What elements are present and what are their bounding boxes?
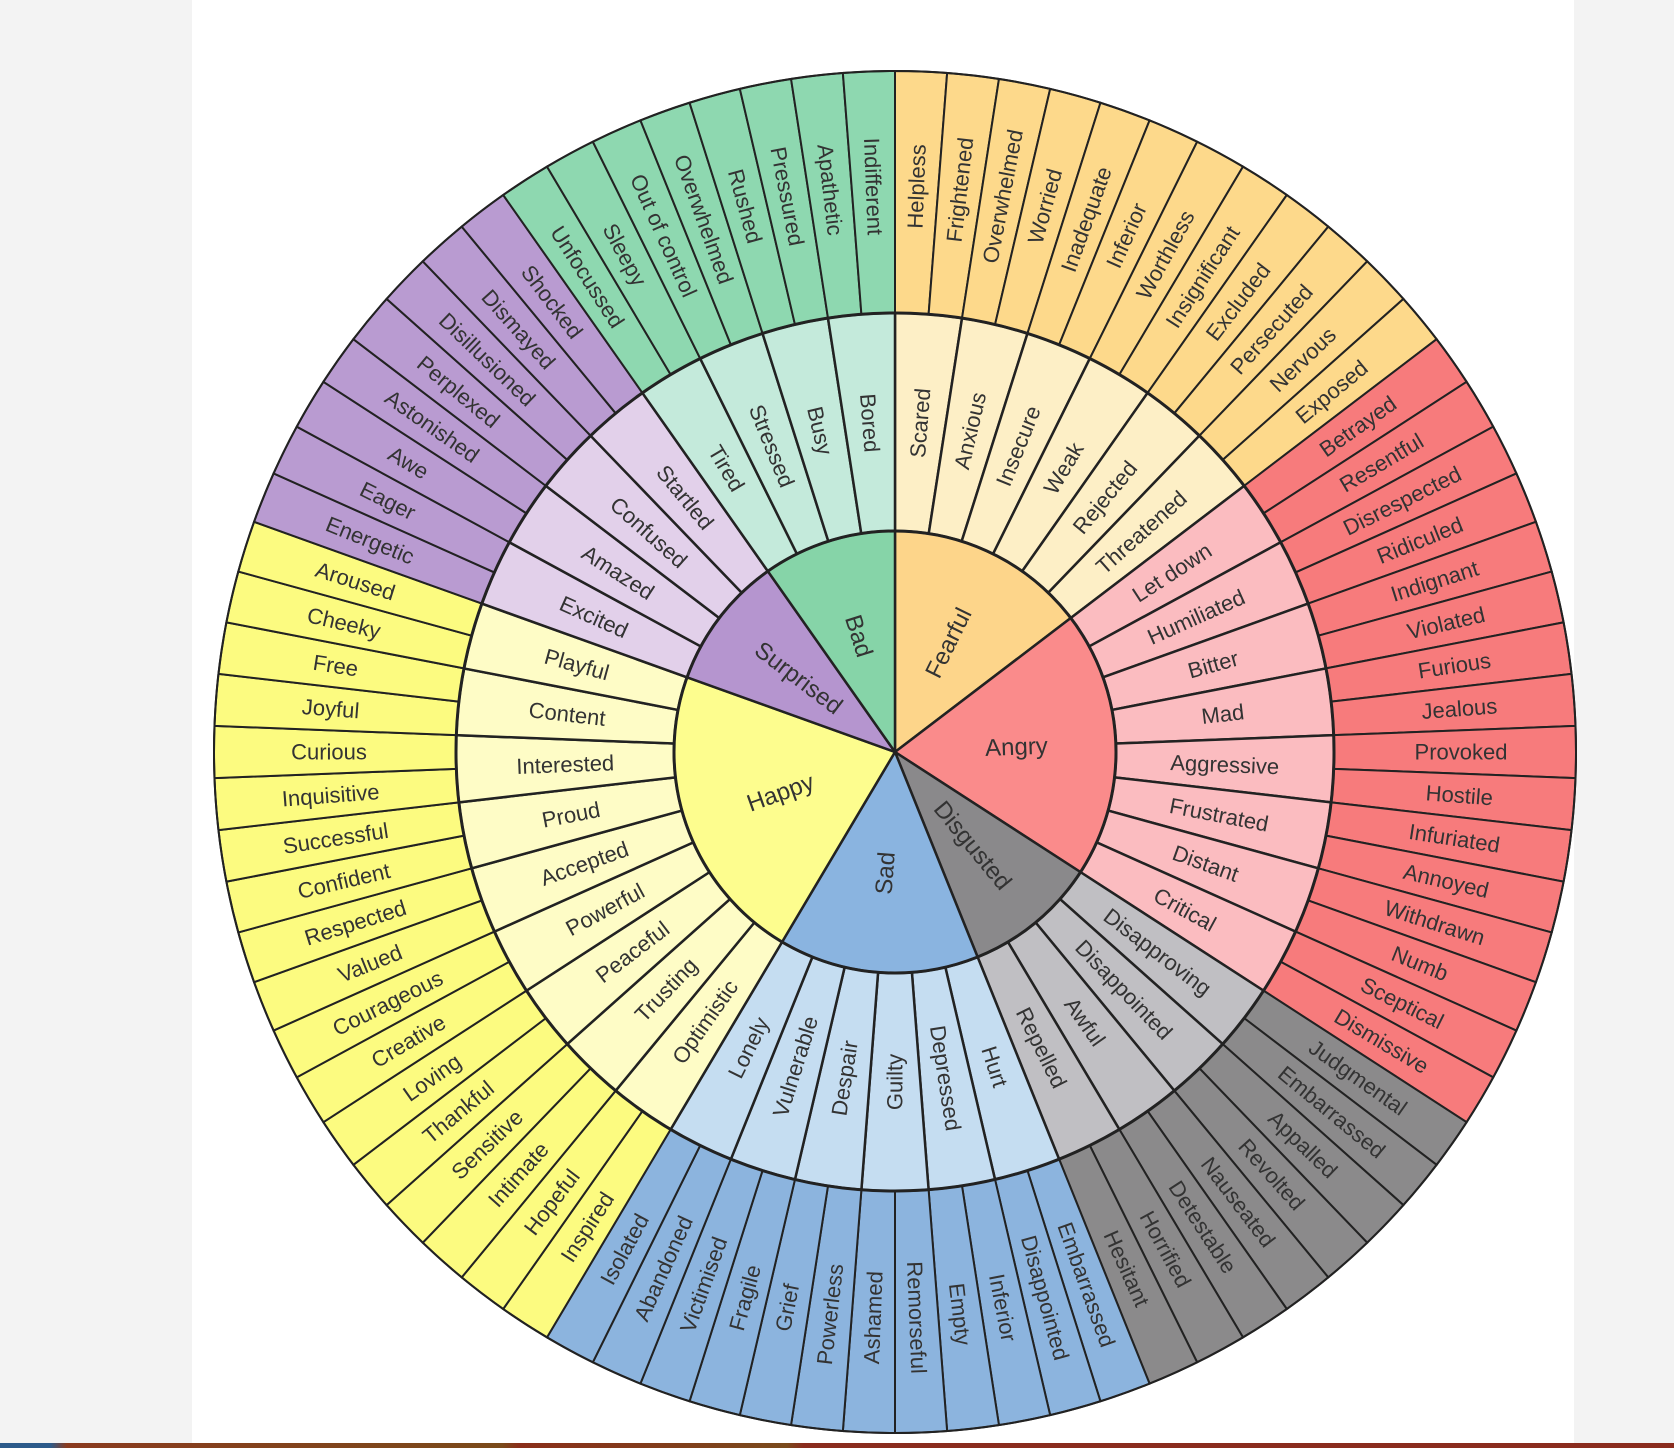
ring-outline (213, 70, 1577, 1434)
middle-label: Guilty (883, 1054, 908, 1110)
middle-label: Aggressive (1170, 750, 1280, 779)
outer-label: Hostile (1425, 780, 1494, 810)
core-label: Sad (871, 851, 901, 896)
core-label: Angry (985, 733, 1049, 762)
outer-label: Remorseful (902, 1261, 931, 1374)
outer-label: Indifferent (859, 137, 888, 235)
middle-label: Scared (905, 387, 935, 458)
outer-label: Helpless (903, 144, 931, 229)
outer-label: Provoked (1415, 740, 1508, 765)
outer-label: Jealous (1421, 693, 1499, 724)
middle-label: Mad (1200, 699, 1245, 729)
outer-label: Joyful (301, 694, 360, 723)
ring-outline (672, 529, 1118, 975)
ring-outline (454, 311, 1336, 1193)
taskbar-strip (0, 1443, 1674, 1448)
outer-label: Ashamed (859, 1271, 888, 1365)
outer-label: Curious (291, 740, 367, 765)
middle-label: Interested (516, 750, 615, 779)
middle-label: Bored (855, 393, 884, 453)
